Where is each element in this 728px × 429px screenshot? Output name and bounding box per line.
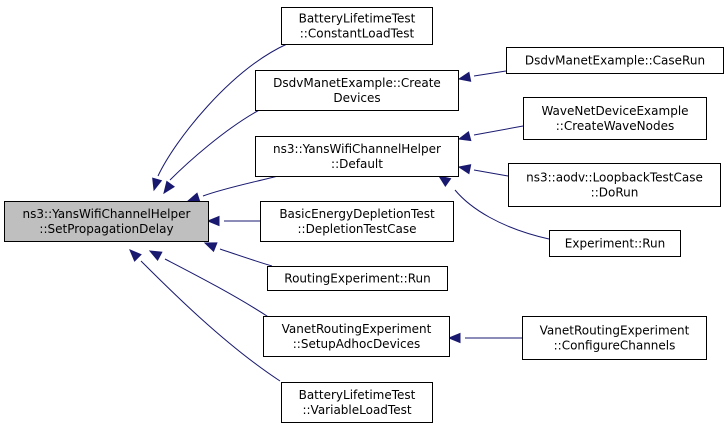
edge-arrowhead <box>206 215 220 227</box>
node-vanet-setup[interactable]: VanetRoutingExperiment::SetupAdhocDevice… <box>263 316 450 357</box>
edge-line <box>140 260 281 382</box>
edge-routing_run-to-root <box>203 242 273 267</box>
edge-arrowhead <box>186 192 201 203</box>
edge-line <box>157 43 288 177</box>
edge-arrowhead <box>203 242 218 253</box>
edge-blt_const-to-root <box>152 43 288 192</box>
node-box <box>508 163 721 207</box>
edge-experiment_run-to-yans_default <box>437 175 550 240</box>
edge-aodv_loopback-to-yans_default <box>457 164 509 177</box>
node-box <box>267 266 448 291</box>
edge-line <box>473 70 507 77</box>
node-label-line: ::DepletionTestCase <box>297 222 416 236</box>
edge-wave_nodes-to-yans_default <box>457 125 524 142</box>
node-label-line: ::SetPropagationDelay <box>39 222 173 236</box>
node-label-line: ns3::YansWifiChannelHelper <box>23 207 191 221</box>
node-box <box>4 201 209 242</box>
edge-line <box>164 258 271 319</box>
node-box <box>255 70 459 111</box>
nodes-layer: ns3::YansWifiChannelHelper::SetPropagati… <box>4 7 724 423</box>
edge-vanet_config-to-vanet_setup <box>447 332 522 344</box>
edge-dsdv_create-to-root <box>163 107 264 195</box>
node-experiment-run[interactable]: Experiment::Run <box>549 230 681 257</box>
edge-arrowhead <box>129 249 142 262</box>
edge-arrowhead <box>152 177 163 192</box>
node-box <box>506 47 724 74</box>
edge-yans_default-to-root <box>186 175 279 203</box>
node-yans-default[interactable]: ns3::YansWifiChannelHelper::Default <box>255 136 459 177</box>
node-basic-energy[interactable]: BasicEnergyDepletionTest::DepletionTestC… <box>260 201 454 242</box>
edge-arrowhead <box>437 175 452 187</box>
root-node[interactable]: ns3::YansWifiChannelHelper::SetPropagati… <box>4 201 209 242</box>
node-label-line: Experiment::Run <box>565 237 665 251</box>
node-label-line: ::Default <box>331 157 383 171</box>
node-label-line: ns3::YansWifiChannelHelper <box>273 142 441 156</box>
node-label-line: Devices <box>333 91 380 105</box>
node-label-line: ::ConfigureChannels <box>554 339 676 353</box>
edges-layer <box>129 43 550 382</box>
edge-arrowhead <box>457 130 472 142</box>
node-label-line: ns3::aodv::LoopbackTestCase <box>526 171 703 185</box>
node-label-line: DsdvManetExample::Create <box>273 76 441 90</box>
node-box <box>523 97 707 140</box>
node-box <box>255 136 459 177</box>
node-routing-run[interactable]: RoutingExperiment::Run <box>267 266 448 291</box>
edge-line <box>219 248 273 267</box>
node-label-line: ::CreateWaveNodes <box>556 119 674 133</box>
edge-arrowhead <box>148 250 163 262</box>
node-label-line: ::SetupAdhocDevices <box>293 337 420 351</box>
node-blt-var[interactable]: BatteryLifetimeTest::VariableLoadTest <box>281 382 433 423</box>
edge-vanet_setup-to-root <box>148 250 271 319</box>
node-label-line: ::ConstantLoadTest <box>300 27 415 41</box>
edge-arrowhead <box>447 332 461 344</box>
node-label-line: BatteryLifetimeTest <box>299 12 416 26</box>
node-blt-const[interactable]: BatteryLifetimeTest::ConstantLoadTest <box>281 7 433 45</box>
edge-line <box>454 189 550 240</box>
node-box <box>281 382 433 423</box>
node-dsdv-caserun[interactable]: DsdvManetExample::CaseRun <box>506 47 724 74</box>
node-label-line: BasicEnergyDepletionTest <box>279 207 435 221</box>
edge-basic_energy-to-root <box>206 215 260 227</box>
edge-dsdv_caserun-to-dsdv_create <box>457 70 507 82</box>
node-box <box>281 7 433 45</box>
node-aodv-loopback[interactable]: ns3::aodv::LoopbackTestCase::DoRun <box>508 163 721 207</box>
edge-arrowhead <box>457 164 472 175</box>
node-label-line: ::VariableLoadTest <box>302 403 411 417</box>
edge-blt_var-to-root <box>129 249 281 382</box>
node-box <box>263 316 450 357</box>
node-vanet-config[interactable]: VanetRoutingExperiment::ConfigureChannel… <box>522 316 707 360</box>
node-label-line: BatteryLifetimeTest <box>299 388 416 402</box>
node-box <box>522 316 707 360</box>
edge-line <box>473 125 524 136</box>
edge-line <box>202 175 279 197</box>
edge-line <box>169 107 264 181</box>
node-label-line: VanetRoutingExperiment <box>282 322 432 336</box>
node-label-line: RoutingExperiment::Run <box>284 272 430 286</box>
node-label-line: VanetRoutingExperiment <box>540 324 690 338</box>
node-wave-nodes[interactable]: WaveNetDeviceExample::CreateWaveNodes <box>523 97 707 140</box>
node-box <box>549 230 681 257</box>
edge-arrowhead <box>457 71 472 82</box>
edge-arrowhead <box>163 180 176 195</box>
node-label-line: WaveNetDeviceExample <box>541 104 688 118</box>
node-label-line: DsdvManetExample::CaseRun <box>525 54 705 68</box>
node-box <box>260 201 454 242</box>
node-label-line: ::DoRun <box>591 186 639 200</box>
edge-line <box>473 169 509 177</box>
